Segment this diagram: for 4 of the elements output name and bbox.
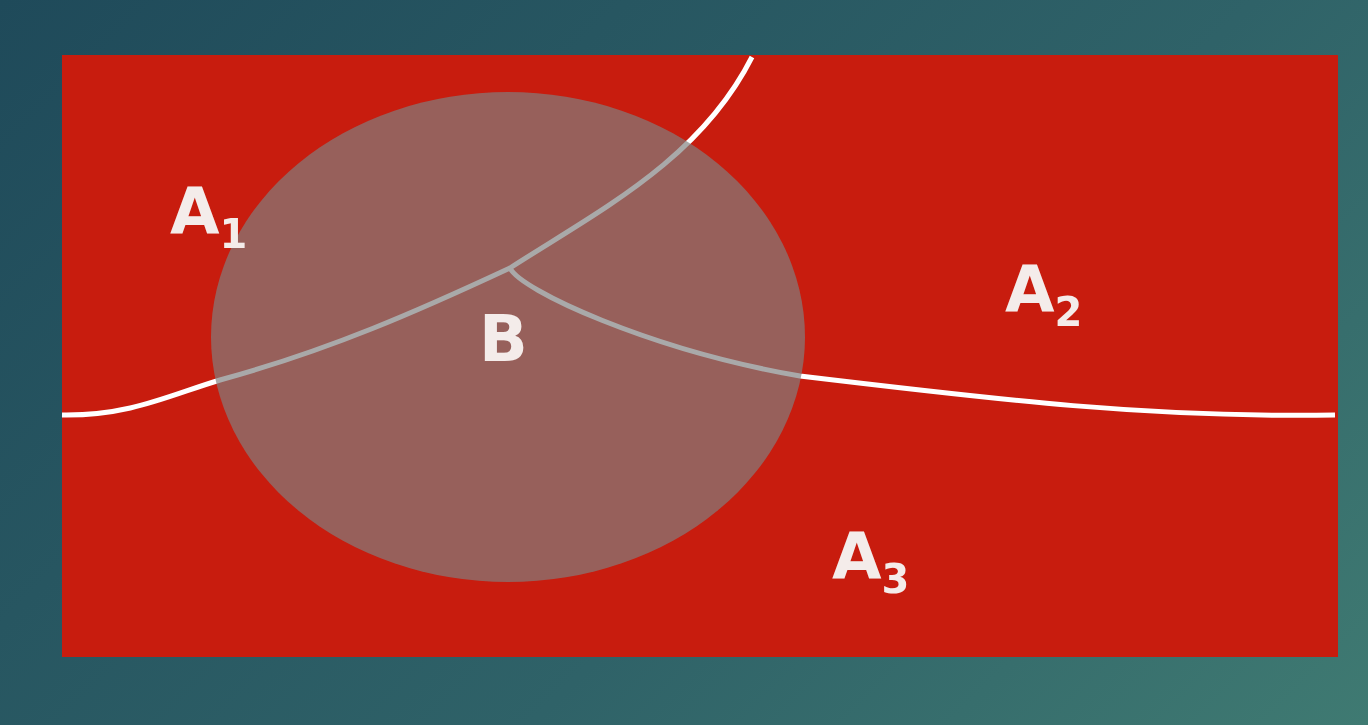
region-label: B <box>479 307 528 371</box>
region-label: A$_{1}$ <box>170 180 248 254</box>
region-label: A$_{3}$ <box>832 525 910 599</box>
region-label: A$_{2}$ <box>1005 258 1083 332</box>
